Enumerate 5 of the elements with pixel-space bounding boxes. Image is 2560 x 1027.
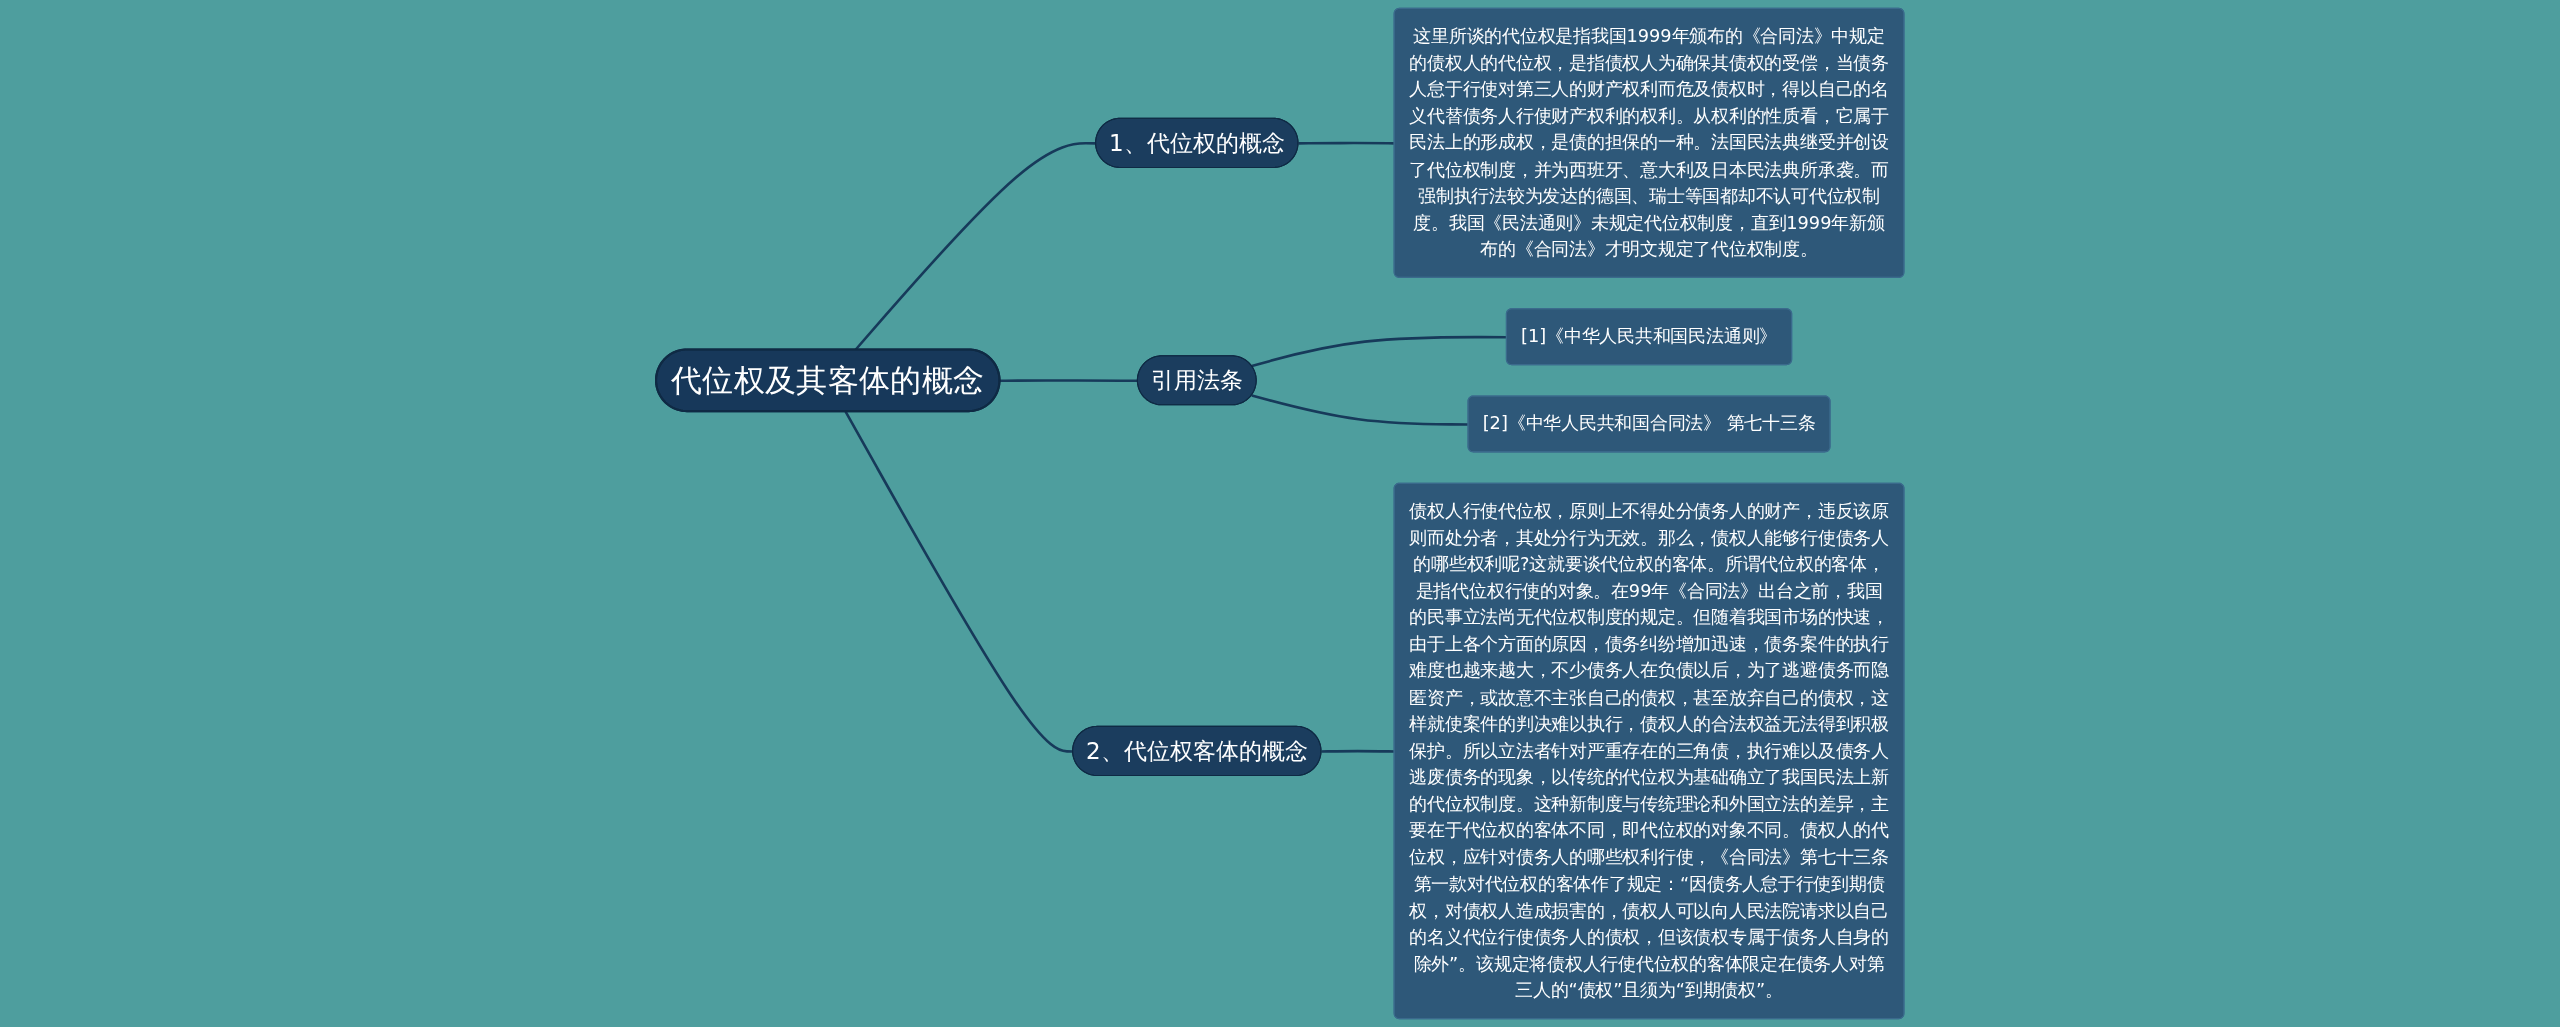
connector xyxy=(1251,335,1507,368)
connector xyxy=(1321,749,1395,753)
connector xyxy=(1298,141,1395,145)
connector xyxy=(999,379,1138,383)
connector xyxy=(1251,394,1469,426)
